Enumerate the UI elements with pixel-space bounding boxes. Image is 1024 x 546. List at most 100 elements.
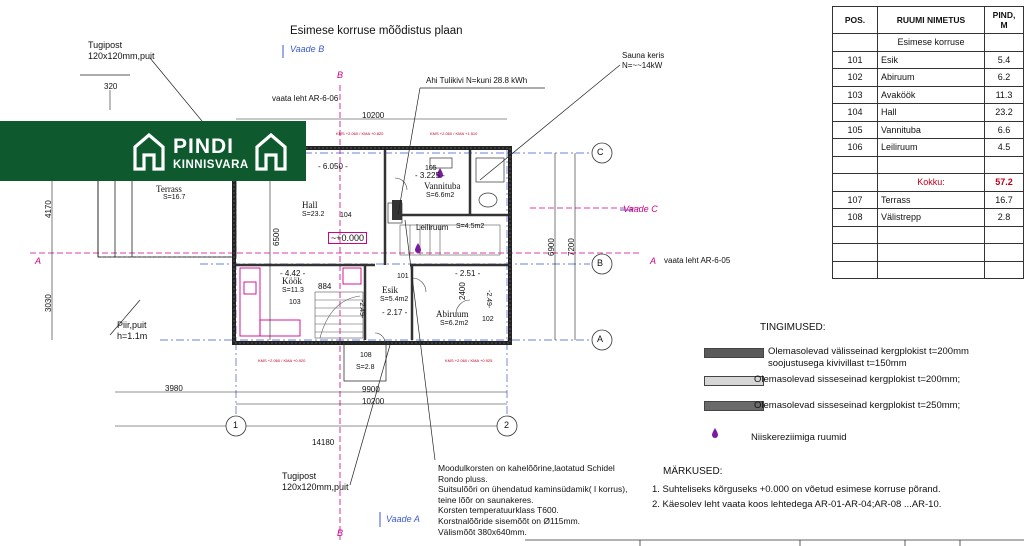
table-cell — [832, 155, 878, 174]
dim-2400: 2400 — [458, 282, 467, 300]
chimney-note-line: Välismõõt 380x640mm. — [438, 526, 527, 537]
notes-title: MÄRKUSED: — [663, 466, 723, 477]
header-pos: POS. — [832, 6, 878, 34]
room-terrass-area: S=16.7 — [163, 194, 186, 201]
cell-area: 2.8 — [984, 208, 1024, 227]
dim-4170: 4170 — [44, 200, 53, 218]
tugipost-bot-size: 120x120mm,puit — [282, 482, 349, 492]
legend-item-interior-250: Olemasolevad sisseseinad kergplokist t=2… — [754, 400, 961, 411]
chimney-note-line: teine lõõr on saunakeres. — [438, 494, 534, 505]
piir-height: h=1.1m — [117, 331, 148, 341]
cell-name: Vannituba — [877, 120, 985, 139]
cell-name: Välistrepp — [877, 208, 985, 227]
table-cell — [877, 225, 985, 244]
pindi-logo-banner: PINDI KINNISVARA — [0, 121, 306, 181]
table-cell — [984, 225, 1024, 244]
chimney-note-line: Korsten temperatuurklass T600. — [438, 505, 559, 516]
room-porch-num: 108 — [360, 352, 372, 359]
table-cell — [832, 225, 878, 244]
room-esik-area: S=5.4m2 — [380, 296, 409, 303]
table-cell — [832, 33, 878, 52]
axis-a: A — [597, 334, 604, 344]
table-cell — [877, 243, 985, 262]
room-schedule-table: POS. RUUMI NIMETUS PIND, M Esimese korru… — [832, 6, 1024, 279]
header-area: PIND, M — [984, 6, 1024, 34]
room-leiliruum-name: Leiliruum — [416, 223, 449, 232]
note-1: 1. Suhteliseks kõrguseks +0.000 on võetu… — [652, 484, 941, 495]
room-abiruum-num: 102 — [482, 316, 494, 323]
dim-10200-top: 10200 — [362, 111, 385, 120]
total-label: Kokku: — [877, 173, 985, 192]
chimney-note-line: Suitsulõõri on ühendatud kaminsüdamik( I… — [438, 484, 628, 495]
cell-pos: 105 — [832, 120, 878, 139]
room-vannituba-num: 105 — [425, 165, 437, 172]
dim-3980: 3980 — [165, 384, 183, 393]
chimney-note: Moodulkorsten on kahelõõrine,laotatud Sc… — [438, 463, 627, 537]
cell-pos: 106 — [832, 138, 878, 157]
room-vannituba-area: S=6.6m2 — [426, 192, 455, 199]
sheet-ref-a: vaata leht AR-6-05 — [664, 256, 731, 265]
room-kook-area: S=11.3 — [282, 287, 304, 294]
wall-tags: KMS +2.060 / KMA +0.820 KMS +2.060 / KMA… — [258, 131, 493, 363]
chimney-note-line: Rondo pluss. — [438, 473, 488, 484]
dim-14180: 14180 — [312, 438, 335, 447]
cell-pos: 107 — [832, 190, 878, 209]
stairs — [314, 224, 501, 339]
legend-swatch-interior-250 — [704, 401, 764, 411]
table-row — [832, 155, 1024, 174]
piir-label: Piir,puit — [117, 320, 147, 330]
room-esik-name: Esik — [382, 285, 399, 295]
cell-area: 5.4 — [984, 50, 1024, 69]
table-cell — [877, 260, 985, 279]
cell-name: Terrass — [877, 190, 985, 209]
cell-pos: 104 — [832, 103, 878, 122]
dimension-lines — [51, 90, 576, 427]
sheet-ref-b: vaata leht AR-6-06 — [272, 94, 339, 103]
table-cell — [877, 155, 985, 174]
section-a-right: A — [650, 256, 657, 266]
chimney-note-line: Moodulkorsten on kahelõõrine,laotatud Sc… — [438, 463, 615, 473]
door-swings — [374, 177, 471, 344]
room-esik-num: 101 — [397, 273, 409, 280]
room-leiliruum-area: S=4.5m2 — [456, 223, 485, 230]
svg-text:KMS +2.060 / KMA +0.925: KMS +2.060 / KMA +0.925 — [445, 358, 493, 363]
sauna-power: N=~~14kW — [622, 61, 663, 70]
level-abiruum: - 2.51 - — [455, 269, 481, 278]
cell-area: 6.6 — [984, 120, 1024, 139]
room-abiruum-name: Abiruum — [436, 309, 469, 319]
dim-3030: 3030 — [44, 294, 53, 312]
table-cell — [984, 33, 1024, 52]
level-esik: - 2.17 - — [382, 308, 408, 317]
cell-pos: 102 — [832, 68, 878, 87]
header-name: RUUMI NIMETUS — [877, 6, 985, 34]
cell-area: 11.3 — [984, 85, 1024, 104]
title-block-lines — [525, 539, 1024, 546]
legend-item-wet-rooms: Niiskereziimiga ruumid — [751, 432, 847, 443]
axis-b: B — [597, 258, 604, 268]
level-zero-tag: ~+0.000 — [328, 232, 368, 244]
table-cell — [984, 155, 1024, 174]
level-abiruum-wall: -2.49- — [485, 290, 492, 309]
legend-swatch-exterior — [704, 348, 764, 358]
dim-6900: 6900 — [547, 238, 556, 256]
axis-1: 1 — [233, 420, 239, 430]
dim-10200-bot: 10200 — [362, 397, 385, 406]
section-a-left: A — [35, 256, 42, 266]
table-cell — [984, 260, 1024, 279]
section-b-bottom: B — [337, 528, 344, 538]
cell-area: 23.2 — [984, 103, 1024, 122]
room-kook-num: 103 — [289, 299, 301, 306]
svg-text:KMS +2.060 / KMA +0.820: KMS +2.060 / KMA +0.820 — [336, 131, 384, 136]
level-kook: - 4.42 - — [280, 269, 306, 278]
tugipost-top-label: Tugipost — [88, 40, 123, 50]
legend-item-exterior: Olemasolevad välisseinad kergplokist t=2… — [768, 346, 969, 357]
room-hall-area: S=23.2 — [302, 211, 325, 218]
tugipost-top-size: 120x120mm,puit — [88, 51, 155, 61]
cell-pos: 103 — [832, 85, 878, 104]
view-a-label: Vaade A — [386, 514, 420, 524]
